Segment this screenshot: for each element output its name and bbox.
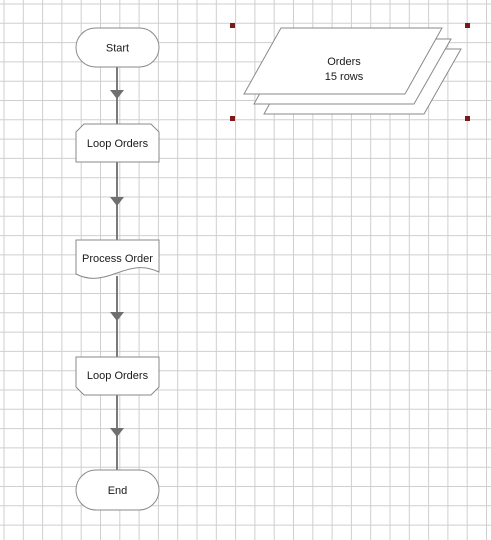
orders-data-store[interactable]: Orders 15 rows <box>243 27 462 115</box>
process-order-shape <box>75 239 160 279</box>
end-label: End <box>108 485 128 497</box>
loop-end-shape <box>75 356 160 396</box>
selection-handle-bottom-right[interactable] <box>465 116 470 121</box>
arrowhead-1 <box>110 90 124 99</box>
start-label: Start <box>106 43 129 55</box>
selection-handle-top-right[interactable] <box>465 23 470 28</box>
arrowhead-3 <box>110 312 124 321</box>
process-order-label: Process Order <box>82 253 153 265</box>
data-store-title: Orders <box>327 56 361 68</box>
loop-start-node[interactable]: Loop Orders <box>75 123 160 163</box>
end-terminator[interactable]: End <box>75 469 160 511</box>
loop-start-shape <box>75 123 160 163</box>
selection-handle-bottom-left[interactable] <box>230 116 235 121</box>
selection-handle-top-left[interactable] <box>230 23 235 28</box>
loop-end-node[interactable]: Loop Orders <box>75 356 160 396</box>
process-order-node[interactable]: Process Order <box>75 239 160 279</box>
loop-start-label: Loop Orders <box>87 138 149 150</box>
flow-connectors <box>110 67 124 470</box>
data-store-row-count: 15 rows <box>325 71 364 83</box>
end-terminator-shape <box>75 469 160 511</box>
loop-end-label: Loop Orders <box>87 370 149 382</box>
data-store-sheet-front <box>243 27 443 95</box>
arrowhead-2 <box>110 197 124 206</box>
start-terminator-shape <box>75 27 160 68</box>
selection-handles <box>230 23 470 121</box>
arrowhead-4 <box>110 428 124 437</box>
start-terminator[interactable]: Start <box>75 27 160 68</box>
